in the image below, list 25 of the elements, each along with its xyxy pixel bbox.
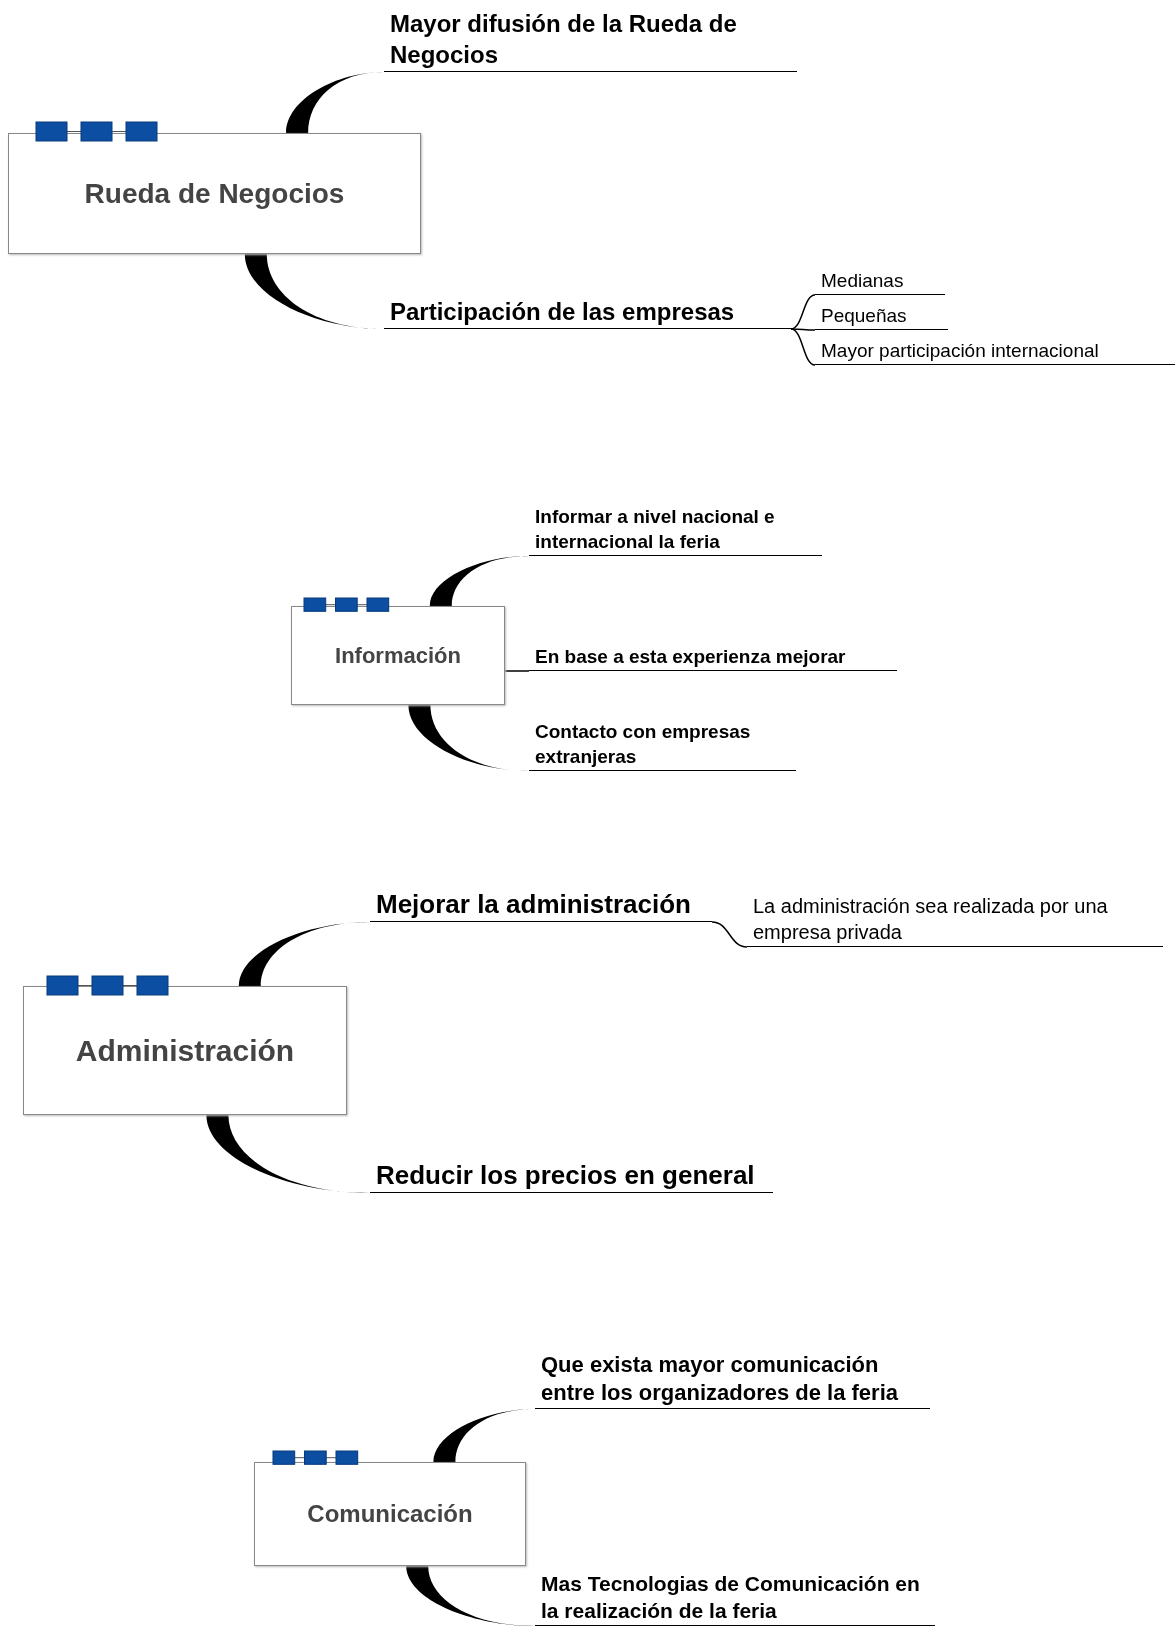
branch-connector [790,328,816,331]
subtopic-text: Reducir los precios en general [376,1159,755,1191]
subtopic-text: Participación de las empresas [390,297,735,327]
topic-box [8,133,421,254]
subtopic-text: Que exista mayor comunicación entre los organizadores de la feria [541,1351,899,1407]
topic-box [291,606,505,705]
subtopic-text: En base a esta experienza mejorar [535,645,846,669]
subtopic-text: Medianas [821,269,904,293]
branch-connector [504,670,530,672]
subtopic-text: Informar a nivel nacional e internacional la feria [535,505,776,554]
subtopic-text: Mayor participación internacional [821,339,1099,363]
topic-title: Comunicación [307,1500,473,1528]
subtopic-text: Mayor difusión de la Rueda de Negocios [390,9,738,70]
subtopic-text: Mejorar la administración [376,888,691,920]
subtopic-text: Mas Tecnologias de Comunicación en la realización de la feria [541,1571,921,1624]
branch-connector [790,328,816,366]
topic-box [23,986,347,1115]
subtopic-text: La administración sea realizada por una empresa privada [753,894,1109,945]
subtopic-text: Pequeñas [821,304,907,328]
topic-box [254,1462,526,1566]
topic-title: Administración [75,1033,295,1068]
branch-connector [711,921,748,948]
topic-title: Información [335,642,461,669]
subtopic-text: Contacto con empresas extranjeras [535,720,752,769]
topic-title: Rueda de Negocios [84,177,345,210]
